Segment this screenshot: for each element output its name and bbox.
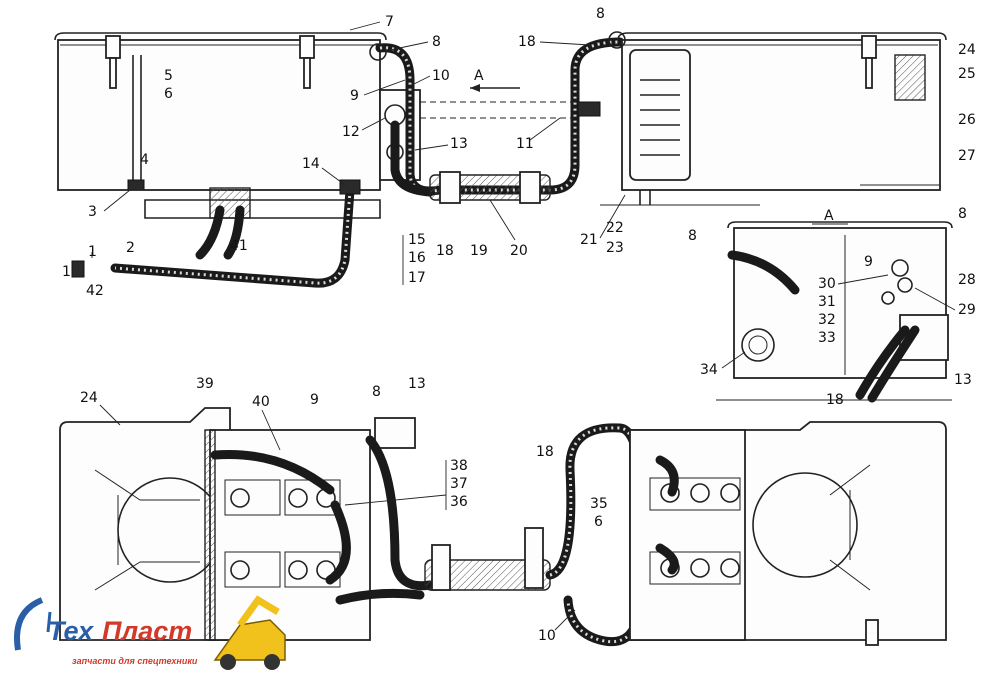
callout-18a: 18 (436, 243, 454, 259)
callout-b-24: 24 (80, 390, 98, 406)
view-a-label: А (474, 68, 484, 84)
logo-text-plast: Пласт (102, 616, 192, 646)
callout-6: 6 (164, 86, 173, 102)
top-callouts: 1 42 2 1 3 4 5 6 7 8 9 10 11 12 13 14 15… (62, 6, 976, 299)
lid-clips-left (105, 35, 315, 89)
callout-26: 26 (958, 112, 976, 128)
view-a-detail: А (716, 208, 953, 403)
logo-tagline: запчасти для спецтехники (72, 656, 198, 666)
bottom-plan-view (59, 407, 947, 646)
callout-13: 13 (450, 136, 468, 152)
callout-9: 9 (350, 88, 359, 104)
callout-39: 39 (196, 376, 214, 392)
callout-11: 11 (516, 136, 534, 152)
callout-15: 15 (408, 232, 426, 248)
left-box-lid (54, 32, 387, 41)
callout-29: 29 (958, 302, 976, 318)
logo-text-tekh: Тех (48, 616, 94, 646)
callout-38: 38 (450, 458, 468, 474)
callout-b-8: 8 (372, 384, 381, 400)
callout-42: 42 (86, 283, 104, 299)
callout-view-8b: 8 (958, 206, 967, 222)
callout-5: 5 (164, 68, 173, 84)
right-battery-plan (629, 429, 746, 641)
view-a-heading: А (824, 208, 834, 224)
callout-31: 31 (818, 294, 836, 310)
callout-view-9: 9 (864, 254, 873, 270)
callout-8a: 8 (432, 34, 441, 50)
callout-b-9: 9 (310, 392, 319, 408)
master-switch-housing (629, 49, 691, 181)
callout-12: 12 (342, 124, 360, 140)
callout-1: 1 (62, 264, 71, 280)
callout-1b: 1 (88, 244, 97, 260)
view-a-callouts: 8 8 9 28 29 30 31 32 33 34 13 18 (688, 206, 976, 408)
callout-22: 22 (606, 220, 624, 236)
callout-7: 7 (385, 14, 394, 30)
callout-16: 16 (408, 250, 426, 266)
callout-b-13: 13 (408, 376, 426, 392)
callout-18b: 18 (518, 34, 536, 50)
callout-34: 34 (700, 362, 718, 378)
top-side-view: А (54, 31, 947, 288)
callout-40: 40 (252, 394, 270, 410)
callout-36: 36 (450, 494, 468, 510)
callout-b-10: 10 (538, 628, 556, 644)
callout-4: 4 (140, 152, 149, 168)
callout-24: 24 (958, 42, 976, 58)
callout-view-8a: 8 (688, 228, 697, 244)
callout-8b: 8 (596, 6, 605, 22)
callout-28: 28 (958, 272, 976, 288)
callout-35: 35 (590, 496, 608, 512)
callout-27: 27 (958, 148, 976, 164)
callout-37: 37 (450, 476, 468, 492)
callout-30: 30 (818, 276, 836, 292)
callout-41: 41 (230, 238, 248, 254)
callout-view-18: 18 (826, 392, 844, 408)
callout-3: 3 (88, 204, 97, 220)
callout-b-18: 18 (536, 444, 554, 460)
callout-b-6: 6 (594, 514, 603, 530)
callout-19: 19 (470, 243, 488, 259)
callout-2: 2 (126, 240, 135, 256)
callout-23: 23 (606, 240, 624, 256)
callout-25: 25 (958, 66, 976, 82)
callout-view-13: 13 (954, 372, 972, 388)
callout-17: 17 (408, 270, 426, 286)
callout-10: 10 (432, 68, 450, 84)
callout-20: 20 (510, 243, 528, 259)
excavator-icon (213, 595, 286, 670)
left-battery-box (57, 39, 381, 191)
callout-14: 14 (302, 156, 320, 172)
techplast-logo: Тех Пласт запчасти для спецтехники (14, 595, 286, 670)
callout-21: 21 (580, 232, 598, 248)
callout-32: 32 (818, 312, 836, 328)
callout-33: 33 (818, 330, 836, 346)
vent-plug (741, 328, 775, 362)
bottom-callouts: 24 39 40 9 8 13 38 37 36 18 35 6 10 (80, 376, 608, 644)
